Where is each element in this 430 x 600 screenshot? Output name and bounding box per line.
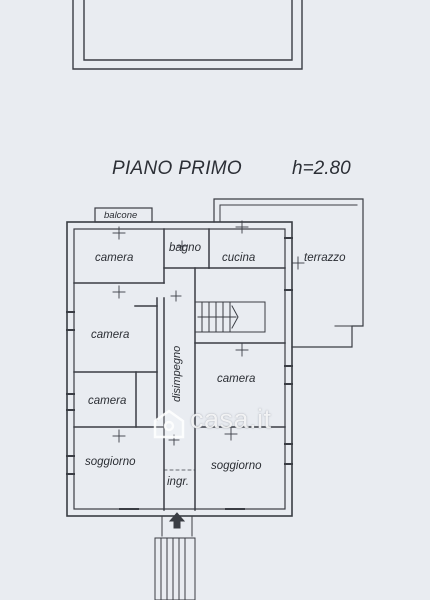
room-label-ingresso: ingr. — [167, 476, 189, 488]
ceiling-height: h=2.80 — [292, 158, 351, 179]
room-label-soggiorno-left: soggiorno — [85, 456, 136, 468]
floor-title: PIANO PRIMO — [112, 158, 242, 179]
room-label-soggiorno-right: soggiorno — [211, 460, 262, 472]
room-label-balcone: balcone — [104, 210, 138, 221]
entrance-stair — [154, 512, 196, 600]
terrace-outline — [213, 198, 364, 348]
room-label-disimpegno: disimpegno — [171, 345, 183, 402]
room-label-terrazzo: terrazzo — [304, 252, 346, 264]
staircase — [194, 301, 266, 333]
room-label-camera-top-left: camera — [95, 252, 134, 264]
room-label-cucina: cucina — [222, 252, 256, 264]
room-label-bagno: bagno — [169, 242, 201, 254]
upper-plan-fragment — [72, 0, 303, 70]
watermark-text: casa.it — [190, 404, 272, 434]
room-label-camera-right: camera — [217, 373, 256, 385]
room-label-camera-lower-left: camera — [88, 395, 127, 407]
window-marks — [66, 237, 293, 510]
house-logo-icon — [153, 409, 185, 439]
light-points — [112, 220, 305, 446]
room-label-camera-mid-left: camera — [91, 329, 130, 341]
balcony-outline — [94, 207, 153, 223]
